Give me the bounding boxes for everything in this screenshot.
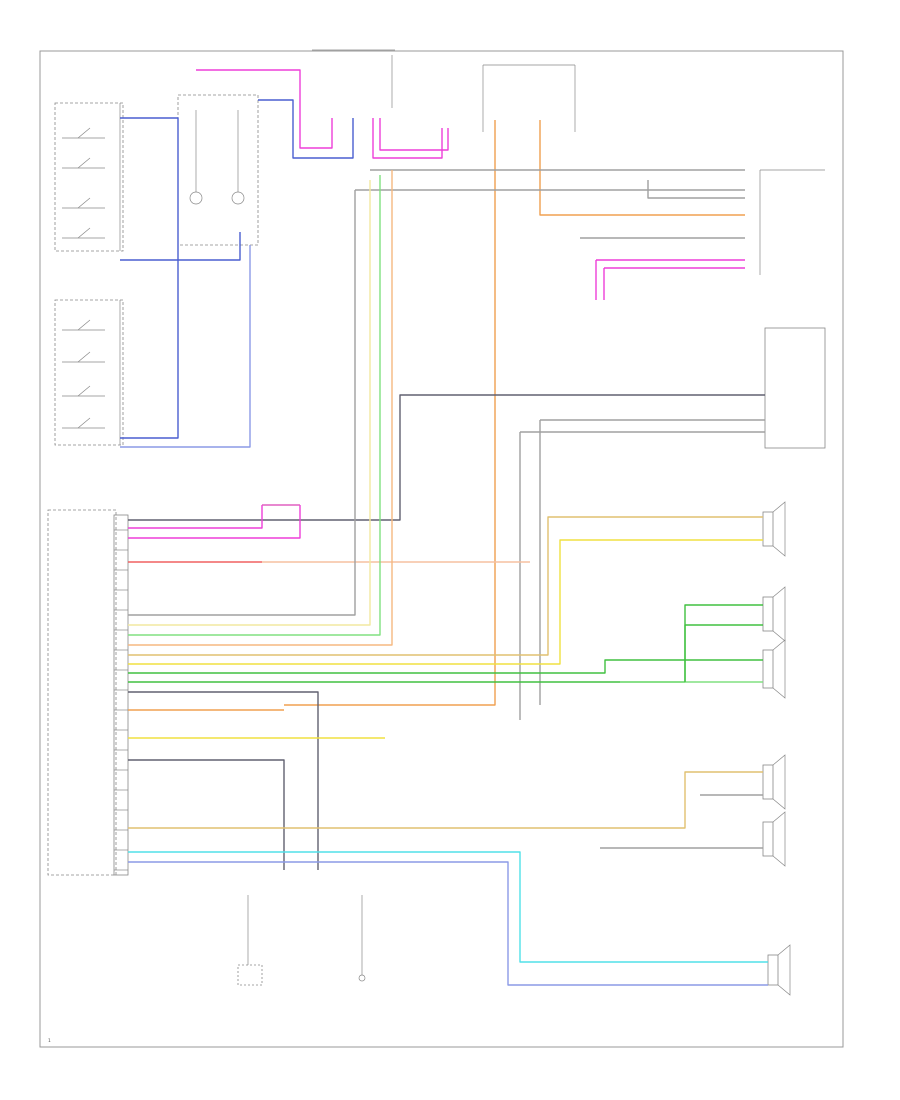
speaker-symbols bbox=[762, 501, 791, 996]
wires bbox=[120, 69, 768, 986]
top-connector-block bbox=[312, 49, 576, 132]
speaker-left-rear-tweeter bbox=[762, 811, 786, 867]
speaker-right-rear bbox=[767, 944, 791, 996]
audio-control-module bbox=[759, 169, 825, 275]
diagram-frame bbox=[39, 50, 844, 1048]
radio-connector-block bbox=[47, 509, 129, 876]
remote-control-switch-module bbox=[54, 299, 124, 446]
page-number: 1 bbox=[48, 1038, 51, 1044]
instrument-panel-module bbox=[764, 327, 826, 449]
bottom-ground-connectors bbox=[237, 895, 366, 986]
speaker-left-rear-door bbox=[762, 754, 786, 810]
steering-wheel-switch-module bbox=[54, 102, 124, 252]
speaker-right-front-door bbox=[762, 586, 786, 642]
speaker-right-front-tweeter bbox=[762, 639, 786, 699]
relay-components bbox=[177, 94, 259, 246]
speaker-left-front-tweeter bbox=[762, 501, 786, 557]
